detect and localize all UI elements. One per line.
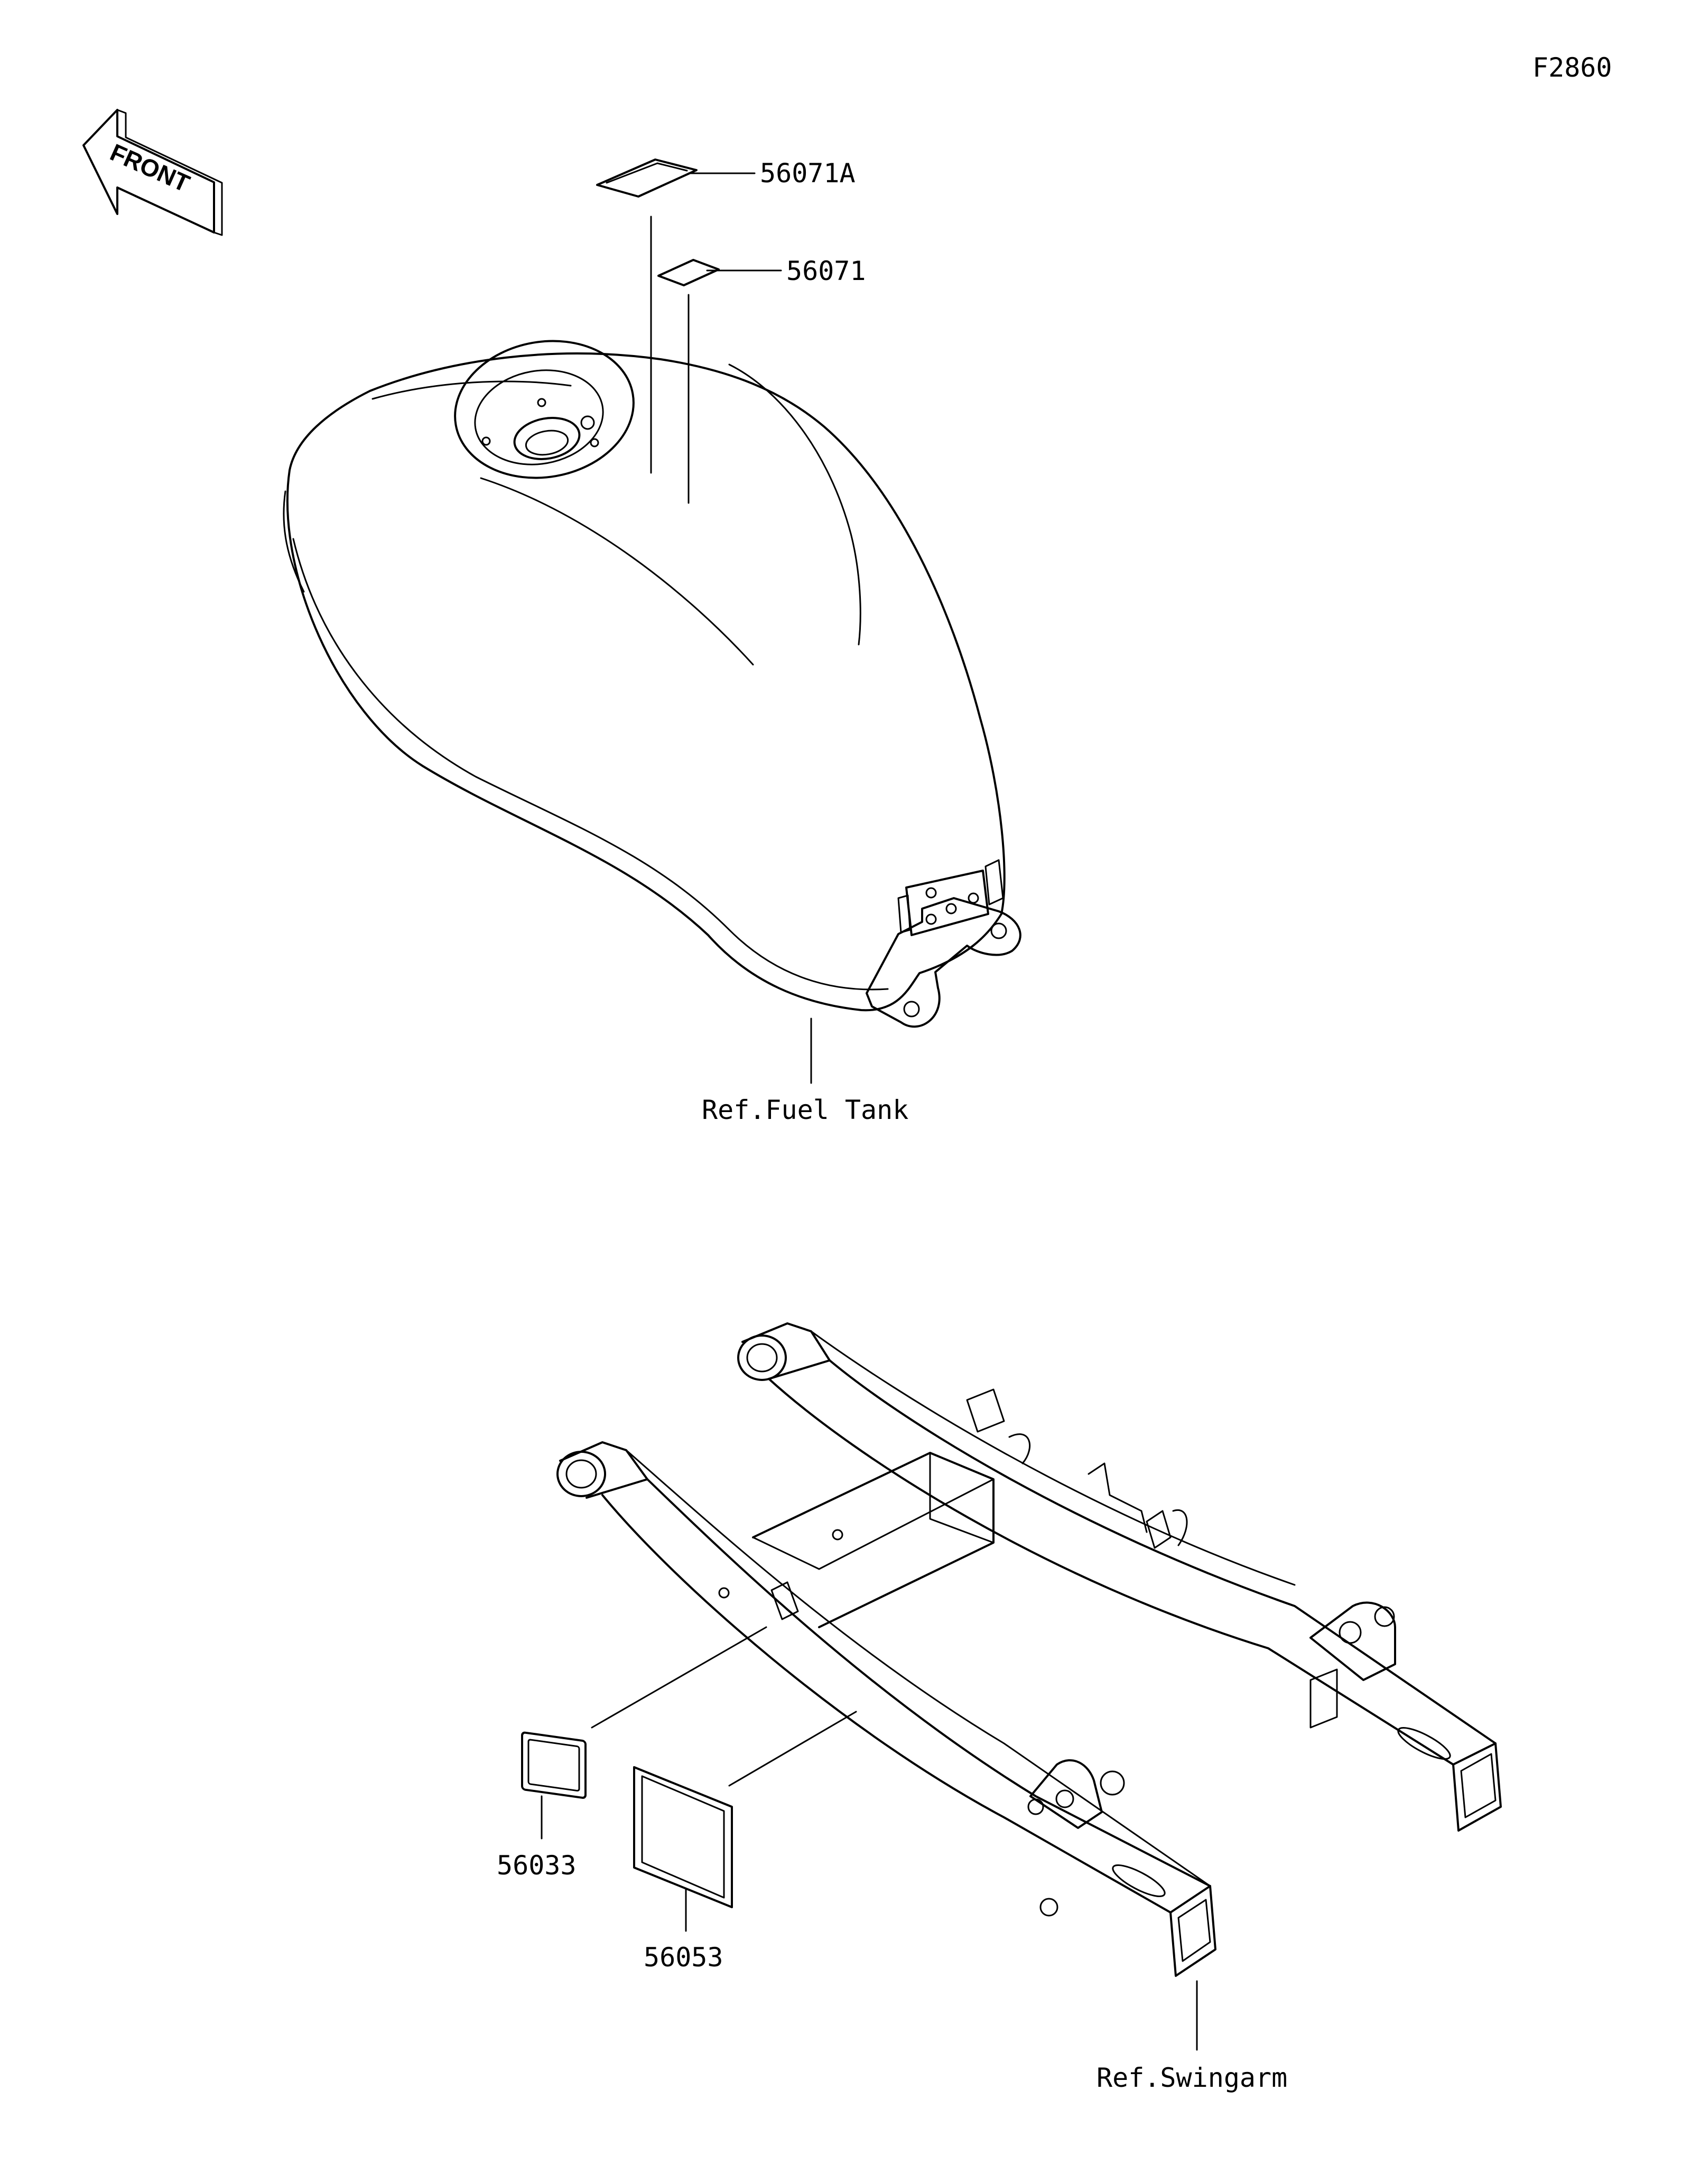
part-number-56033: 56033 bbox=[497, 1850, 577, 1881]
reference-swingarm: Ref.Swingarm bbox=[1097, 2062, 1287, 2093]
fuel-tank-graphic bbox=[283, 340, 1021, 1084]
reference-fuel-tank: Ref.Fuel Tank bbox=[702, 1095, 908, 1125]
label-56033-graphic bbox=[521, 1731, 587, 1840]
label-56053-graphic bbox=[633, 1766, 733, 1932]
part-number-56071: 56071 bbox=[786, 256, 866, 286]
part-number-56071a: 56071A bbox=[760, 158, 856, 189]
part-number-56053: 56053 bbox=[644, 1942, 723, 1973]
label-56071a-graphic bbox=[596, 158, 756, 474]
swingarm-graphic bbox=[556, 1322, 1502, 2051]
label-56071-graphic bbox=[657, 259, 782, 504]
front-arrow-icon: FRONT bbox=[82, 109, 223, 236]
figure-code: F2860 bbox=[1532, 52, 1612, 83]
